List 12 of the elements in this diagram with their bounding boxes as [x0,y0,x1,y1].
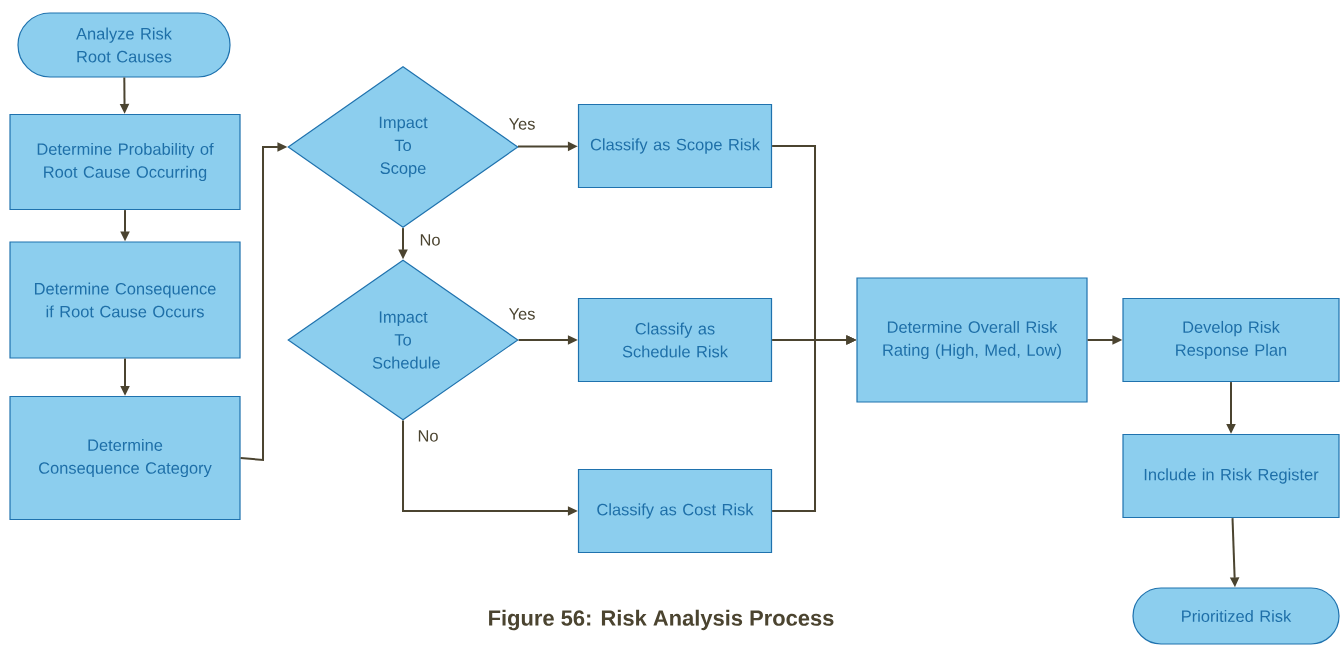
process-box: Develop Risk Response Plan [1122,297,1340,383]
process-box: Include in Risk Register [1122,433,1340,519]
process-box: Classify as Schedule Risk [577,297,773,383]
edge-label: No [418,233,442,247]
process-box: Determine Consequence if Root Cause Occurs [9,241,241,359]
process-box: Classify as Cost Risk [577,468,773,554]
process-box: Determine Consequence Category [9,395,241,521]
process-box: Determine Overall Risk Rating (High, Med, Low) [856,277,1088,403]
edge-label: No [416,429,440,443]
process-box: Determine Probability of Root Cause Occurring [9,113,241,211]
figure-caption: Figure 56: Risk Analysis Process [489,609,834,631]
process-box: Classify as Scope Risk [577,103,773,189]
